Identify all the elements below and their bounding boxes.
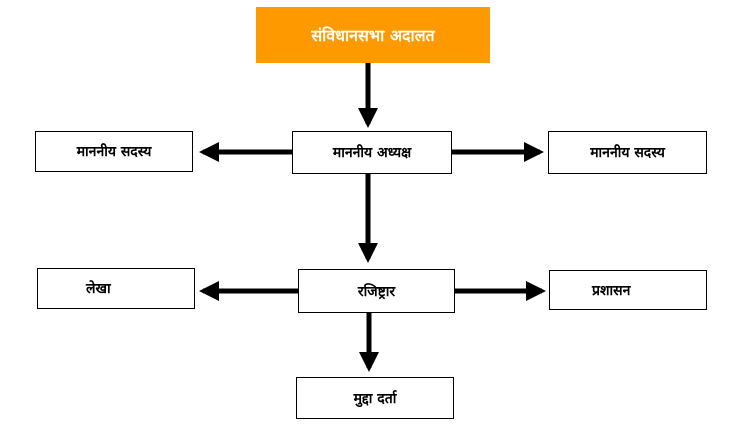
member-right-label: माननीय सदस्य: [590, 145, 665, 161]
case-registration-box: मुद्दा दर्ता: [296, 377, 454, 419]
member-right-box: माननीय सदस्य: [548, 131, 707, 174]
registrar-box: रजिष्ट्रार: [298, 269, 455, 313]
constituent-assembly-court-box: संविधानसभा अदालत: [256, 7, 490, 63]
member-left-box: माननीय सदस्य: [35, 131, 193, 172]
case-registration-label: मुद्दा दर्ता: [353, 390, 397, 407]
chairperson-label: माननीय अध्यक्ष: [332, 145, 412, 161]
accounts-label: लेखा: [86, 281, 111, 297]
registrar-label: रजिष्ट्रार: [357, 283, 396, 300]
constituent-assembly-court-label: संविधानसभा अदालत: [311, 26, 435, 45]
administration-label: प्रशासन: [592, 282, 631, 299]
chairperson-box: माननीय अध्यक्ष: [292, 131, 452, 174]
member-left-label: माननीय सदस्य: [76, 144, 152, 160]
accounts-box: लेखा: [37, 268, 195, 309]
administration-box: प्रशासन: [549, 270, 707, 310]
